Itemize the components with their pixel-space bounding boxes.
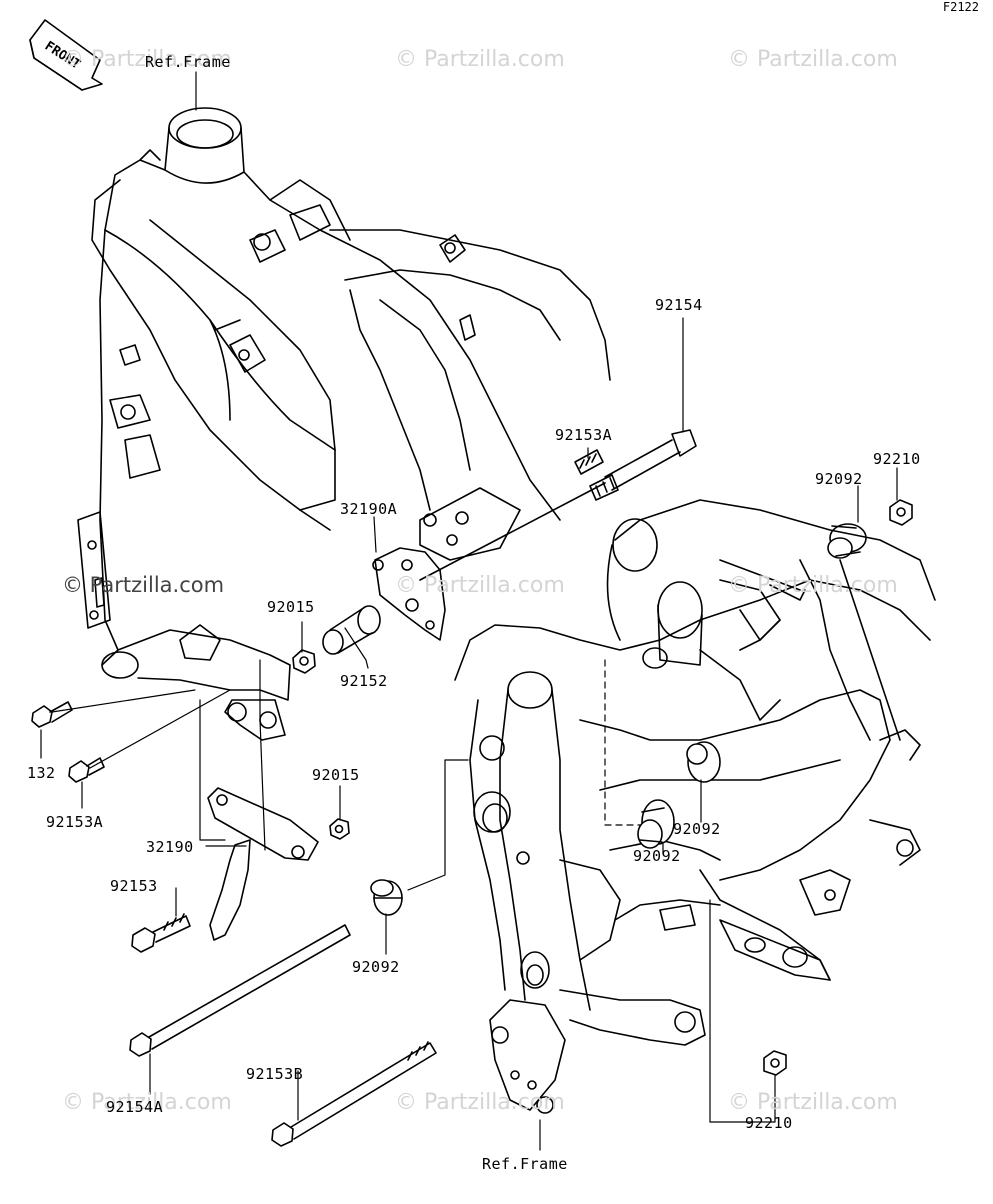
label-92153A-top: 92153A xyxy=(555,426,613,444)
label-92092-bottom: 92092 xyxy=(352,958,400,976)
figure-id: F2122 xyxy=(942,0,979,14)
bracket-32190A-drawing xyxy=(372,487,521,641)
watermark-text: © Partzilla.com xyxy=(62,47,232,72)
label-92154: 92154 xyxy=(655,296,703,314)
label-92092-right: 92092 xyxy=(815,470,863,488)
lower-frame-drawing xyxy=(454,499,936,1114)
label-ref-frame-top: Ref.Frame xyxy=(145,53,231,71)
bolt-92153A-left-drawing xyxy=(68,757,105,783)
collar-92092-left-drawing xyxy=(370,879,403,916)
watermark-text: © Partzilla.com xyxy=(395,47,565,72)
label-92092-mid: 92092 xyxy=(673,820,721,838)
nut-92015-upper-drawing xyxy=(292,649,316,674)
bolt-92154A-drawing xyxy=(129,924,351,1057)
nut-92210-lower-drawing xyxy=(763,1050,787,1076)
collar-92092-mid-drawing xyxy=(686,741,721,783)
label-32190A: 32190A xyxy=(340,500,398,518)
bolt-132-drawing xyxy=(31,701,73,728)
leader-lines xyxy=(40,71,898,1151)
spacer-92152-drawing xyxy=(322,605,381,655)
upper-frame-drawing xyxy=(77,107,611,741)
watermark-text: © Partzilla.com xyxy=(728,573,898,598)
label-92210-bottom: 92210 xyxy=(745,1114,793,1132)
watermark-text: © Partzilla.com xyxy=(728,1090,898,1115)
bolt-92153B-drawing xyxy=(271,1041,437,1147)
watermark-text: © Partzilla.com xyxy=(395,573,565,598)
bolt-92153A-upper-drawing xyxy=(574,449,604,475)
collar-92092-center-drawing xyxy=(637,799,675,849)
front-arrow-icon: FRONT xyxy=(29,19,103,91)
nut-92210-upper-drawing xyxy=(889,499,913,526)
label-92015-top: 92015 xyxy=(267,598,315,616)
label-132: 132 xyxy=(27,764,56,782)
label-92153: 92153 xyxy=(110,877,158,895)
watermark-text: © Partzilla.com xyxy=(62,573,225,597)
label-92153A-left: 92153A xyxy=(46,813,104,831)
watermark-text: © Partzilla.com xyxy=(395,1090,565,1115)
nut-92015-mid-drawing xyxy=(329,818,350,840)
watermark-text: © Partzilla.com xyxy=(62,1090,232,1115)
bolt-92153-drawing xyxy=(131,913,191,953)
collar-92092-upper-drawing xyxy=(827,523,867,559)
label-92092-center: 92092 xyxy=(633,847,681,865)
bolt-92154-drawing xyxy=(419,429,697,581)
label-92210-right: 92210 xyxy=(873,450,921,468)
label-92015-mid: 92015 xyxy=(312,766,360,784)
watermark-text: © Partzilla.com xyxy=(728,47,898,72)
label-ref-frame-bottom: Ref.Frame xyxy=(482,1155,568,1173)
label-32190: 32190 xyxy=(146,838,194,856)
label-92152: 92152 xyxy=(340,672,388,690)
label-92153B: 92153B xyxy=(246,1065,304,1083)
bracket-32190-drawing xyxy=(207,787,319,941)
label-92154A: 92154A xyxy=(106,1098,164,1116)
